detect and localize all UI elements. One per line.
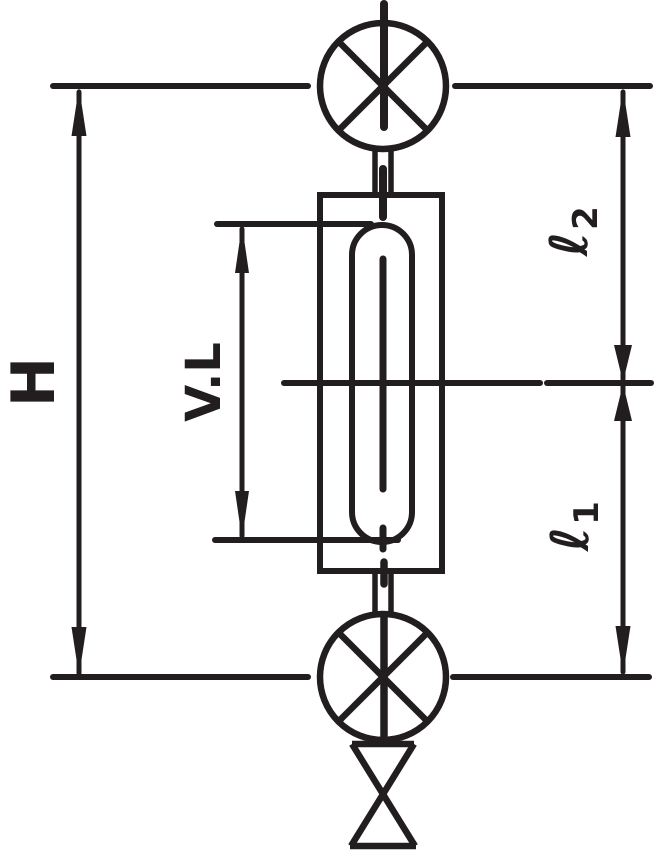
lower-valve-circle: [316, 610, 450, 744]
arrowhead-down: [71, 627, 87, 676]
upper-nipple: [372, 150, 394, 196]
label-l1-base: ℓ: [541, 527, 601, 553]
upper-valve-symbol: [316, 19, 450, 153]
arrowhead-up: [614, 384, 632, 421]
label-l1-subscript: 1: [567, 501, 607, 525]
lower-nipple: [372, 570, 394, 615]
label-l2-base: ℓ: [540, 232, 600, 258]
vertical-centerline: [379, 0, 388, 746]
label-H: H: [0, 357, 69, 407]
drain-valve-symbol: [348, 740, 418, 850]
label-l1: ℓ 1: [541, 501, 607, 552]
upper-valve-cross-line: [336, 39, 430, 133]
arrowhead-up: [71, 87, 87, 136]
dimension-l1: [614, 383, 632, 675]
dimension-H: [71, 87, 87, 676]
dimension-VL: [235, 225, 249, 539]
drain-valve-diagonal: [348, 742, 417, 848]
arrowhead-up: [615, 88, 631, 137]
dimension-l2: [614, 88, 632, 382]
extension-lines: [50, 83, 654, 680]
lower-valve-cross-line: [336, 630, 430, 724]
upper-valve-circle: [316, 19, 450, 153]
label-l2: ℓ 2: [540, 206, 606, 257]
arrowhead-down: [235, 491, 249, 539]
label-VL: V.L: [176, 342, 232, 422]
lower-valve-symbol: [316, 610, 450, 744]
label-l2-subscript: 2: [566, 206, 606, 230]
arrowhead-down: [614, 345, 632, 382]
arrowhead-up: [235, 225, 249, 273]
arrowhead-down: [615, 626, 631, 675]
